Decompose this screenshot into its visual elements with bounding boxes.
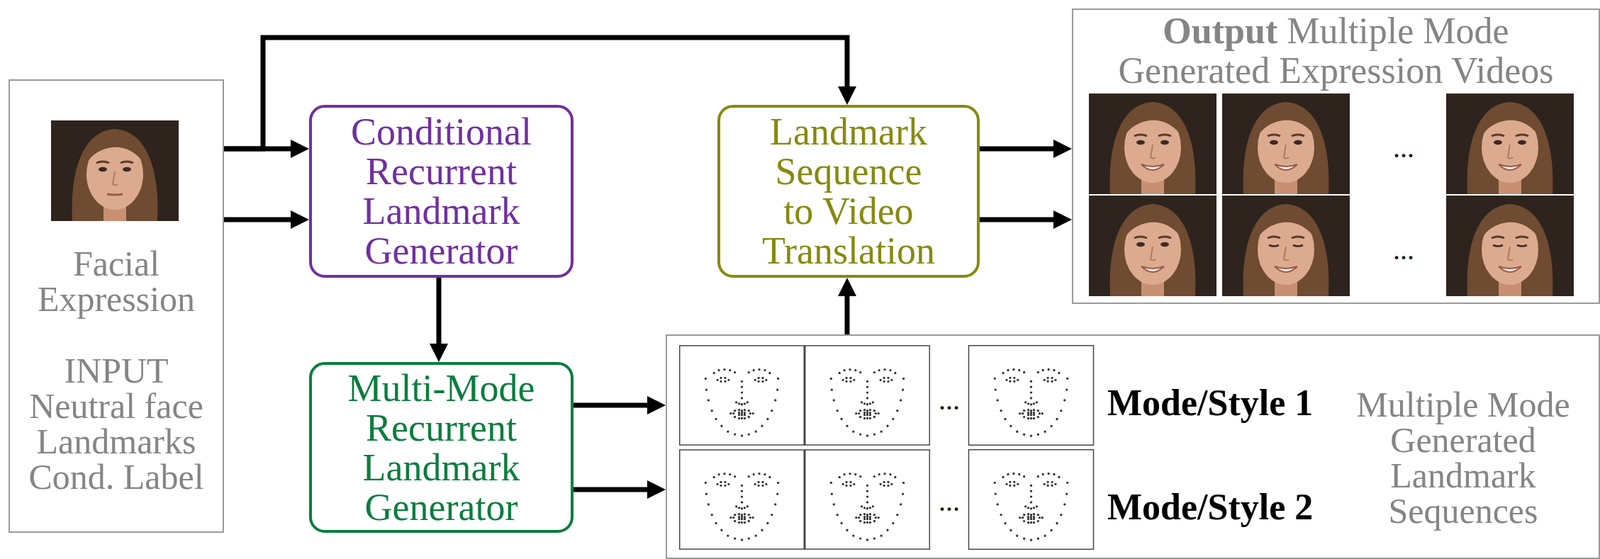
arrow-connector xyxy=(979,139,1072,159)
process-box: Landmark Sequence to Video Translation xyxy=(717,104,980,278)
mode-label: Mode/Style 2 xyxy=(1107,487,1313,528)
landmark-frame xyxy=(968,450,1094,551)
input-face xyxy=(51,120,179,222)
arrowhead xyxy=(290,139,310,159)
process-box: Conditional Recurrent Landmark Generator xyxy=(309,104,574,278)
arrowhead xyxy=(1053,210,1072,229)
arrow-connector xyxy=(573,396,666,415)
box-label: Landmark Sequence to Video Translation xyxy=(758,112,940,271)
ellipsis: ... xyxy=(1392,234,1415,266)
arrow-connector xyxy=(979,210,1072,229)
input-caption: INPUT Neutral face Landmarks Cond. Label xyxy=(13,353,220,495)
box-label: Multi-Mode Recurrent Landmark Generator xyxy=(342,368,541,528)
output-frame xyxy=(1446,93,1574,195)
ellipsis: ... xyxy=(938,384,960,417)
landmark-frame xyxy=(968,345,1094,446)
connector-line xyxy=(573,487,649,493)
panel-caption: Multiple Mode Generated Landmark Sequenc… xyxy=(1349,387,1577,529)
ellipsis: ... xyxy=(938,486,960,518)
arrow-connector xyxy=(837,277,857,335)
arrow-connector xyxy=(573,480,666,500)
arrowhead xyxy=(647,480,666,500)
landmark-frame xyxy=(679,450,805,550)
panel-heading: Output xyxy=(1162,10,1278,52)
process-box: Multi-Mode Recurrent Landmark Generator xyxy=(309,362,574,534)
landmark-frame xyxy=(805,450,931,550)
connector-line xyxy=(436,277,442,346)
connector-line xyxy=(224,217,293,223)
arrow-connector xyxy=(429,277,449,363)
connector-line xyxy=(979,217,1055,223)
arrowhead xyxy=(837,86,857,105)
input-caption: Facial Expression xyxy=(13,245,220,317)
output-frame xyxy=(1446,195,1574,297)
connector-line xyxy=(845,294,850,335)
output-frame xyxy=(1222,93,1350,195)
arrowhead xyxy=(290,210,310,229)
connector-line xyxy=(979,146,1055,152)
mode-label: Mode/Style 1 xyxy=(1107,382,1313,424)
input-panel: Facial ExpressionINPUT Neutral face Land… xyxy=(8,79,225,534)
ellipsis: ... xyxy=(1392,132,1415,164)
arrowhead xyxy=(429,343,449,363)
output-frame xyxy=(1088,93,1217,195)
arrowhead xyxy=(647,396,666,415)
arrowhead xyxy=(1053,139,1072,159)
landmark-frame xyxy=(805,345,931,446)
arrow-connector xyxy=(224,210,310,229)
arrowhead xyxy=(837,277,857,297)
connector-line xyxy=(573,403,649,409)
output-frame xyxy=(1222,195,1350,297)
output-frame xyxy=(1088,195,1217,297)
heading-line: OutputMultiple Mode Generated Expression… xyxy=(1098,11,1574,91)
landmark-frame xyxy=(679,345,805,446)
box-label: Conditional Recurrent Landmark Generator xyxy=(342,112,541,271)
output-panel: OutputMultiple Mode Generated Expression… xyxy=(1071,8,1600,305)
